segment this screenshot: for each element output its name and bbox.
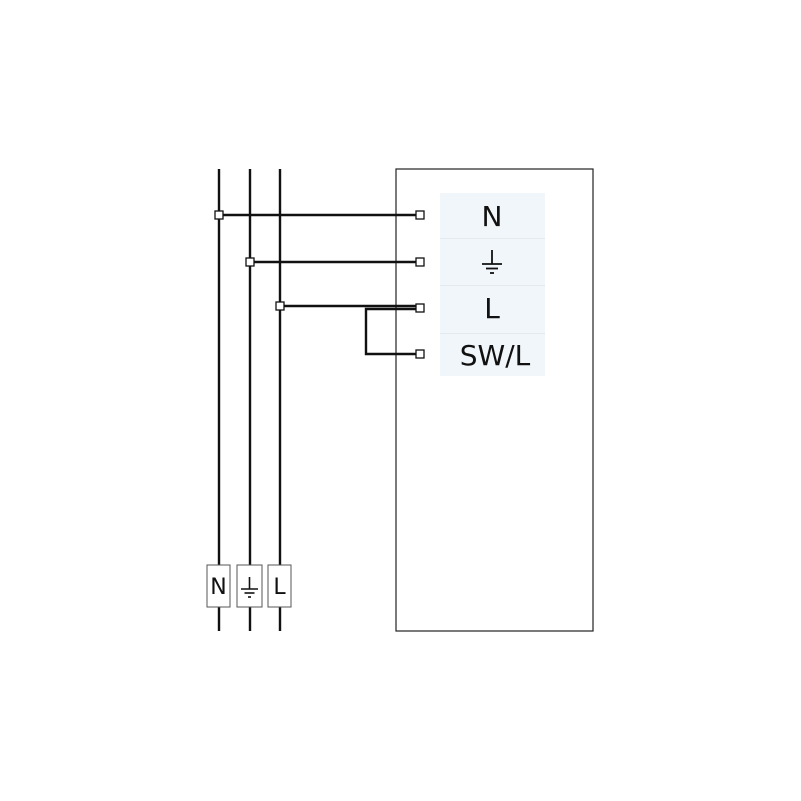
bus-tag-label-n: N [210,575,226,600]
terminal-label-n: N [482,200,503,233]
connector-n [415,210,425,220]
bus-tag-label-l: L [273,575,286,600]
bus-tag-n [206,564,231,608]
bus-tag-l [267,564,292,608]
connector-ground [415,257,425,267]
terminal-ground-icon [482,250,502,274]
connector-swl [415,349,425,359]
bus-junctions [214,210,285,311]
junction-n [214,210,224,220]
terminal-label-swl: SW/L [460,339,531,372]
terminal-label-l: L [484,292,500,325]
junction-l [275,301,285,311]
device-enclosure [395,168,594,632]
bus-tags [206,564,292,608]
terminal-panel [440,193,545,376]
terminal-cell-l [440,286,545,333]
terminal-cell-swl [440,334,545,376]
connector-l [415,303,425,313]
wire-jumper-l-swl [364,307,420,356]
bus-lines [217,169,282,631]
junction-ground [245,257,255,267]
bus-tag-ground-icon [241,577,258,598]
terminal-connectors [415,210,425,359]
wires [219,213,420,356]
terminal-cell-n [440,193,545,238]
